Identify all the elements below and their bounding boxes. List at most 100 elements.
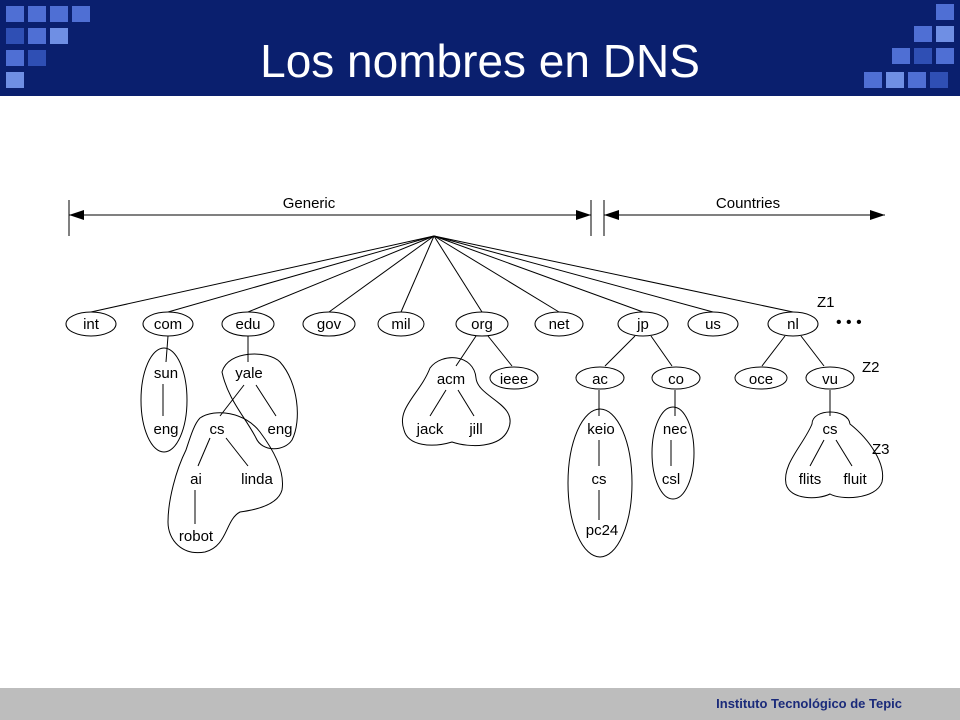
decor-square bbox=[72, 6, 90, 22]
node-ellipse bbox=[767, 311, 819, 337]
node-ellipse bbox=[534, 311, 584, 337]
arrowhead bbox=[69, 210, 84, 220]
edge bbox=[835, 439, 853, 467]
continuation-ellipsis: • • • bbox=[836, 314, 862, 331]
node-label-ieee: ieee bbox=[500, 371, 528, 388]
edge bbox=[604, 335, 636, 367]
slide-title: Los nombres en DNS bbox=[260, 35, 700, 87]
node-label-eng: eng bbox=[267, 421, 292, 438]
zone-outline bbox=[785, 411, 884, 499]
node-label-keio: keio bbox=[587, 421, 615, 438]
label-bg bbox=[704, 192, 792, 212]
edge bbox=[165, 335, 169, 363]
zone-outline bbox=[567, 408, 633, 558]
node-label-acm: acm bbox=[437, 371, 465, 388]
node-label-jp: jp bbox=[636, 316, 649, 333]
decor-square bbox=[936, 4, 954, 20]
node-label-oce: oce bbox=[749, 371, 773, 388]
decor-square bbox=[6, 72, 24, 88]
node-label-jack: jack bbox=[416, 421, 444, 438]
decor-square bbox=[936, 48, 954, 64]
node-label-yale: yale bbox=[235, 365, 263, 382]
node-ellipse bbox=[221, 311, 275, 337]
edge bbox=[247, 235, 435, 313]
node-label-jill: jill bbox=[468, 421, 482, 438]
decor-square bbox=[6, 6, 24, 22]
decor-square bbox=[28, 50, 46, 66]
edge bbox=[800, 335, 825, 367]
decor-square bbox=[28, 6, 46, 22]
edge bbox=[650, 335, 673, 367]
edge bbox=[90, 235, 435, 313]
edge bbox=[433, 235, 644, 313]
node-label-cs: cs bbox=[210, 421, 225, 438]
decor-square bbox=[914, 48, 932, 64]
node-ellipse bbox=[734, 366, 788, 390]
slide-footer: Instituto Tecnológico de Tepic bbox=[0, 688, 960, 720]
node-label-fluit: fluit bbox=[843, 471, 867, 488]
node-ellipse bbox=[455, 311, 509, 337]
node-label-us: us bbox=[705, 316, 721, 333]
node-label-edu: edu bbox=[235, 316, 260, 333]
node-label-org: org bbox=[471, 316, 493, 333]
node-label-eng: eng bbox=[153, 421, 178, 438]
label-bg bbox=[270, 192, 348, 212]
node-label-nec: nec bbox=[663, 421, 688, 438]
node-label-vu: vu bbox=[822, 371, 838, 388]
node-ellipse bbox=[805, 366, 855, 390]
zone-label-z2: Z2 bbox=[862, 359, 880, 376]
node-ellipse bbox=[617, 311, 669, 337]
node-ellipse bbox=[489, 366, 539, 390]
edge bbox=[433, 235, 714, 313]
decor-square bbox=[6, 28, 24, 44]
decor-square bbox=[908, 72, 926, 88]
arrowhead bbox=[576, 210, 591, 220]
edge bbox=[225, 437, 249, 467]
edge bbox=[487, 335, 513, 367]
edge bbox=[400, 235, 435, 313]
sub-nodes: sun eng yale cs eng ai linda robot acm i… bbox=[153, 365, 867, 545]
edge bbox=[255, 384, 277, 417]
zone-label-z1: Z1 bbox=[817, 294, 835, 311]
node-label-mil: mil bbox=[391, 316, 410, 333]
edge bbox=[455, 335, 477, 367]
slide-header: Los nombres en DNS bbox=[0, 0, 960, 96]
scope-bracket: Generic Countries bbox=[68, 192, 885, 236]
edge bbox=[761, 335, 786, 367]
edge bbox=[429, 389, 447, 417]
edge bbox=[809, 439, 825, 467]
zone-outline bbox=[140, 347, 188, 453]
node-label-nl: nl bbox=[787, 316, 799, 333]
root-edges bbox=[90, 235, 794, 313]
node-ellipse bbox=[687, 311, 739, 337]
edge bbox=[167, 235, 435, 313]
node-label-net: net bbox=[549, 316, 571, 333]
decor-square bbox=[864, 72, 882, 88]
node-ellipse bbox=[575, 366, 625, 390]
node-label-linda: linda bbox=[241, 471, 273, 488]
zone-outline bbox=[221, 353, 298, 450]
node-label-gov: gov bbox=[317, 316, 342, 333]
node-label-pc24: pc24 bbox=[586, 522, 619, 539]
node-label-flits: flits bbox=[799, 471, 822, 488]
zone-outlines bbox=[140, 347, 884, 558]
node-ellipse bbox=[142, 311, 194, 337]
countries-label: Countries bbox=[716, 195, 780, 212]
decor-square bbox=[914, 26, 932, 42]
decor-square bbox=[6, 50, 24, 66]
top-level-nodes: int com edu gov mil org net jp us nl bbox=[65, 311, 819, 337]
edge bbox=[328, 235, 435, 313]
node-ellipse bbox=[302, 311, 356, 337]
node-label-cs: cs bbox=[592, 471, 607, 488]
node-label-sun: sun bbox=[154, 365, 178, 382]
arrowhead bbox=[870, 210, 885, 220]
edge bbox=[433, 235, 794, 313]
decor-square bbox=[28, 28, 46, 44]
decor-square bbox=[936, 26, 954, 42]
node-label-csl: csl bbox=[662, 471, 680, 488]
node-label-com: com bbox=[154, 316, 182, 333]
edge bbox=[433, 235, 483, 313]
zone-outline bbox=[401, 357, 511, 447]
node-label-robot: robot bbox=[179, 528, 214, 545]
